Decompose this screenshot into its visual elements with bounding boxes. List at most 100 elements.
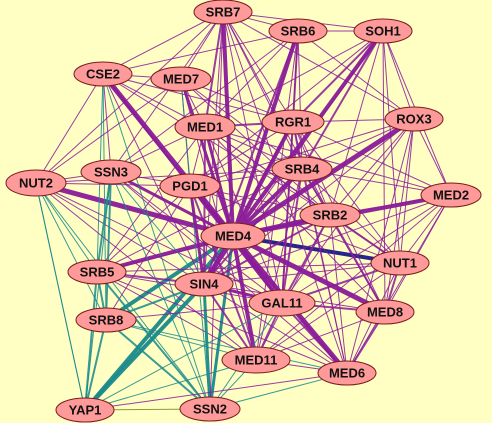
edge-soh1-nut1	[382, 30, 401, 264]
node-sin4[interactable]: SIN4	[174, 271, 234, 297]
node-cse2[interactable]: CSE2	[73, 61, 133, 87]
node-ellipse	[420, 182, 482, 208]
node-ellipse	[317, 360, 377, 386]
edge-srb7-nut2	[35, 11, 224, 184]
node-med8[interactable]: MED8	[355, 299, 415, 325]
edge-rox3-pgd1	[189, 118, 415, 187]
node-yap1[interactable]: YAP1	[55, 397, 115, 423]
edge-med4-ssn3	[109, 170, 235, 238]
node-ssn3[interactable]: SSN3	[80, 159, 142, 185]
edge-srb7-cse2	[102, 11, 224, 75]
edge-srb5-med6	[96, 271, 348, 374]
node-nut1[interactable]: NUT1	[370, 250, 430, 276]
edge-soh1-srb4	[301, 30, 384, 170]
node-nut2[interactable]: NUT2	[5, 169, 67, 197]
edge-pgd1-sin4	[188, 184, 206, 286]
node-ellipse	[271, 156, 333, 182]
edge-med4-med11	[231, 234, 258, 362]
edge-nut1-med11	[255, 262, 401, 361]
edge-med2-med11	[255, 194, 452, 361]
node-ellipse	[353, 18, 413, 44]
node-srb2[interactable]: SRB2	[299, 202, 361, 228]
edge-nut2-ssn2	[35, 182, 211, 410]
node-rgr1[interactable]: RGR1	[261, 109, 325, 135]
node-med11[interactable]: MED11	[221, 346, 291, 374]
node-rox3[interactable]: ROX3	[384, 106, 444, 132]
edge-ssn3-sin4	[110, 171, 205, 285]
node-gal11[interactable]: GAL11	[248, 289, 316, 317]
edge-srb7-srb4	[222, 11, 303, 170]
node-srb8[interactable]: SRB8	[75, 307, 137, 333]
edge-srb2-med11	[255, 214, 331, 361]
edge-srb7-gal11	[222, 11, 283, 304]
node-ellipse	[193, 0, 253, 25]
node-ellipse	[159, 173, 221, 199]
edge-srb7-ssn3	[110, 11, 224, 173]
node-ellipse	[150, 66, 212, 92]
node-srb7[interactable]: SRB7	[193, 0, 253, 25]
edge-rox3-med8	[384, 118, 415, 313]
edge-med7-srb2	[180, 78, 331, 216]
edge-soh1-rgr1	[292, 30, 384, 123]
edge-sin4-med6	[203, 283, 348, 374]
edge-rox3-med6	[346, 118, 415, 374]
edge-med4-soh1	[231, 29, 385, 238]
edge-med4-srb6	[231, 29, 300, 238]
node-med4[interactable]: MED4	[200, 222, 266, 250]
edge-srb2-med6	[329, 214, 348, 374]
edge-srb2-med8	[329, 214, 386, 313]
edge-srb8-yap1	[84, 319, 107, 411]
edge-med6-yap1	[84, 372, 348, 411]
node-srb4[interactable]: SRB4	[271, 156, 333, 182]
node-srb6[interactable]: SRB6	[268, 18, 328, 44]
node-ellipse	[73, 61, 133, 87]
edge-srb7-med1	[204, 11, 224, 128]
edge-rgr1-sin4	[203, 121, 294, 285]
edge-med2-med1	[204, 126, 452, 196]
node-med7[interactable]: MED7	[150, 66, 212, 92]
edge-cse2-sin4	[102, 73, 205, 285]
edge-rgr1-pgd1	[189, 121, 294, 187]
edge-gal11-yap1	[84, 302, 283, 411]
node-ellipse	[299, 202, 361, 228]
node-ssn2[interactable]: SSN2	[179, 396, 241, 422]
edge-cse2-ssn3	[102, 73, 112, 173]
edge-nut2-med11	[35, 182, 257, 361]
node-med6[interactable]: MED6	[317, 360, 377, 386]
edge-sin4-yap1	[83, 282, 206, 412]
edge-nut2-yap1	[35, 182, 86, 411]
edge-srb6-med1	[204, 30, 299, 128]
node-med2[interactable]: MED2	[420, 182, 482, 208]
node-ellipse	[221, 346, 291, 374]
edge-med11-yap1	[84, 359, 257, 411]
edge-srb5-yap1	[84, 271, 98, 411]
node-ellipse	[80, 159, 142, 185]
edge-med7-nut2	[35, 78, 182, 184]
edge-rox3-nut1	[399, 118, 415, 264]
edge-nut2-srb4	[35, 168, 303, 184]
edge-srb2-sin4	[203, 214, 331, 285]
edge-soh1-srb2	[329, 30, 384, 216]
edge-cse2-rgr1	[102, 73, 294, 123]
node-ellipse	[355, 299, 415, 325]
edge-srb6-ssn3	[110, 30, 299, 173]
node-ellipse	[55, 397, 115, 423]
edge-srb8-med6	[105, 319, 348, 374]
edge-ssn3-med6	[110, 171, 348, 374]
node-ellipse	[67, 259, 127, 285]
edge-nut1-srb5	[96, 262, 401, 273]
node-srb5[interactable]: SRB5	[67, 259, 127, 285]
edge-pgd1-srb5	[96, 185, 191, 273]
edge-pgd1-srb8	[105, 185, 191, 321]
node-ellipse	[370, 250, 430, 276]
node-med1[interactable]: MED1	[174, 113, 236, 141]
node-soh1[interactable]: SOH1	[353, 18, 413, 44]
edge-soh1-rox3	[382, 30, 415, 120]
node-ellipse	[261, 109, 325, 135]
node-ellipse	[200, 222, 266, 250]
edge-nut1-sin4	[203, 262, 401, 285]
edge-cse2-srb2	[102, 73, 331, 216]
node-pgd1[interactable]: PGD1	[159, 173, 221, 199]
edge-srb6-cse2	[102, 30, 299, 75]
edge-med4-srb8	[104, 234, 235, 322]
